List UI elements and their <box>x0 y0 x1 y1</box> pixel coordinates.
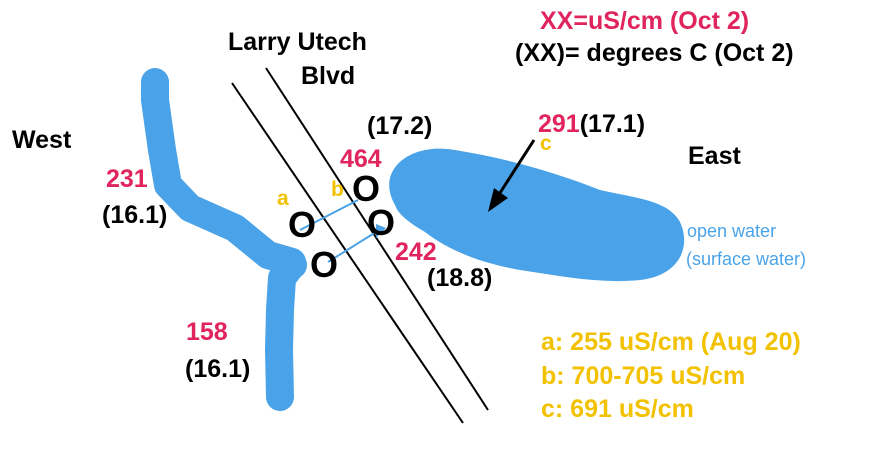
road-edge-left <box>231 82 464 424</box>
culvert-circle-2: O <box>352 168 381 209</box>
p291-reading: 291(17.1) <box>538 112 645 137</box>
marker-c: c <box>540 132 552 155</box>
legend-conductivity: XX=uS/cm (Oct 2) <box>540 7 750 35</box>
culvert-line-upper <box>299 199 359 231</box>
pointer-arrow-line <box>496 139 536 197</box>
p291-conductivity: 291 <box>538 110 580 138</box>
note-a: a: 255 uS/cm (Aug 20) <box>541 328 801 356</box>
culvert-arrowhead <box>376 224 386 238</box>
road-label-line1: Larry Utech <box>228 28 367 56</box>
legend-temperature: (XX)= degrees C (Oct 2) <box>515 39 794 67</box>
culvert-line-lower <box>327 231 377 263</box>
w2-temperature: (16.1) <box>185 355 251 383</box>
south-stream <box>265 251 306 411</box>
east-label: East <box>688 142 741 170</box>
p242-conductivity: 242 <box>395 238 437 266</box>
marker-b: b <box>331 178 344 201</box>
p464-temperature: (17.2) <box>367 112 433 140</box>
stream-junction <box>279 251 307 279</box>
east-open-water <box>389 148 685 282</box>
marker-a: a <box>277 187 289 210</box>
culvert-circle-4: O <box>310 244 339 285</box>
p242-temperature: (18.8) <box>427 264 493 292</box>
road-edge-right <box>265 67 489 411</box>
culvert-circle-3: O <box>367 202 396 243</box>
west-label: West <box>12 126 72 154</box>
p291-temperature: (17.1) <box>579 110 646 138</box>
w1-temperature: (16.1) <box>102 201 168 229</box>
west-stream <box>141 68 306 276</box>
road-label-line2: Blvd <box>301 62 356 90</box>
w2-conductivity: 158 <box>186 318 228 346</box>
w1-conductivity: 231 <box>106 165 148 193</box>
p464-conductivity: 464 <box>340 145 382 173</box>
open-water-label-line2: (surface water) <box>686 249 807 269</box>
note-b: b: 700-705 uS/cm <box>541 362 746 390</box>
pointer-arrowhead <box>488 188 508 212</box>
open-water-label-line1: open water <box>687 221 777 241</box>
culvert-circle-1: O <box>288 204 317 245</box>
note-c: c: 691 uS/cm <box>541 395 694 423</box>
